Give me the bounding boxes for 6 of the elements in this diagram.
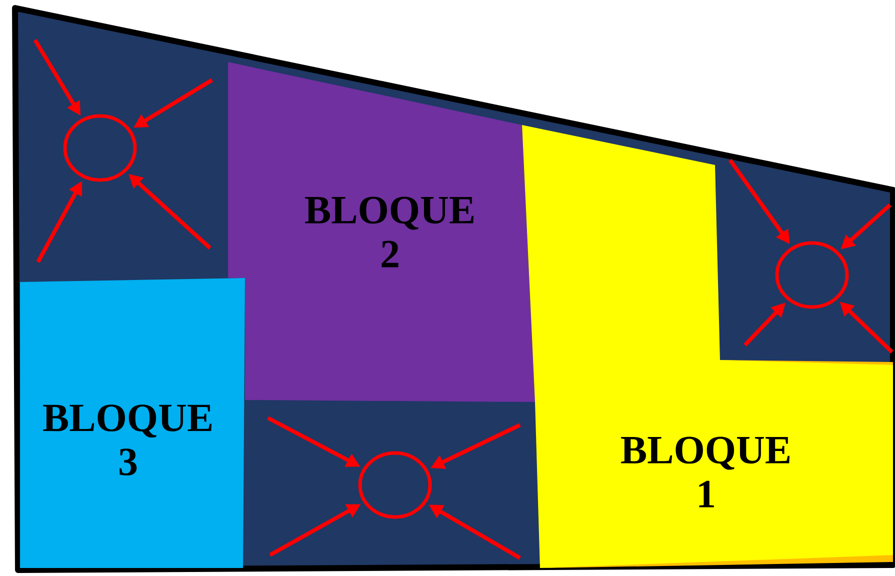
circle (775, 241, 849, 309)
block-region: BLOQUE 2 (228, 62, 535, 402)
circle (358, 451, 432, 519)
circle (63, 114, 137, 182)
block-region: BLOQUE 3 (20, 278, 245, 568)
block-region: BLOQUE 1 (522, 125, 893, 568)
